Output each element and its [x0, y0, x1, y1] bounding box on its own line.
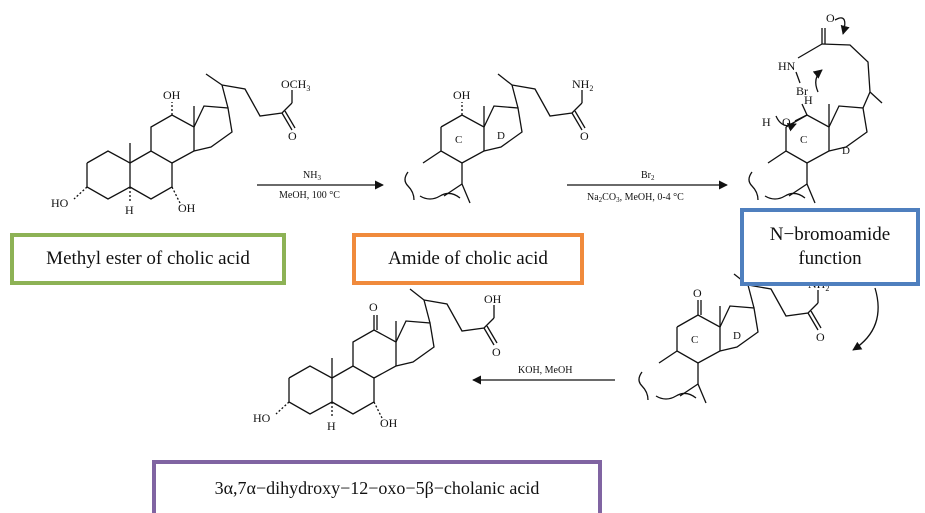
product-structure	[275, 288, 498, 419]
ring-c-label-oxo: C	[691, 334, 698, 346]
reagent-3: KOH, MeOH	[518, 365, 572, 376]
label-methyl-ester-text: Methyl ester of cholic acid	[46, 248, 250, 270]
atom-oh-acid: OH	[484, 292, 502, 306]
atom-oh-7-product: OH	[380, 416, 398, 430]
atom-h-5-product: H	[327, 419, 336, 433]
ring-c-label-amide: C	[455, 134, 462, 146]
atom-oh-12: OH	[163, 88, 181, 102]
atom-o-carbonyl: O	[288, 129, 297, 143]
reaction-arrow-curved	[852, 287, 879, 351]
atom-och3: OCH3	[281, 77, 310, 93]
ring-d-label-bromoamide: D	[842, 145, 850, 157]
reagent-1-bottom: MeOH, 100 °C	[279, 190, 340, 201]
atom-ho-3-product: HO	[253, 411, 271, 425]
atom-o-hydroxyl: O	[782, 115, 791, 129]
atom-o-bromoamide: O	[826, 11, 835, 25]
atom-oh-amide: OH	[453, 88, 471, 102]
atom-nh2-amide: NH2	[572, 77, 593, 93]
atom-o-amide: O	[580, 129, 589, 143]
atom-h-5: H	[125, 203, 134, 217]
methyl-ester-structure	[73, 73, 296, 204]
bromoamide-structure	[748, 17, 883, 204]
atom-o-ketone-4: O	[693, 286, 702, 300]
label-product: 3α,7α−dihydroxy−12−oxo−5β−cholanic acid	[152, 460, 602, 513]
label-bromoamide-line1: N−bromoamide	[769, 224, 891, 246]
atom-o-acid: O	[492, 345, 501, 359]
ring-c-label-bromoamide: C	[800, 134, 807, 146]
label-amide: Amide of cholic acid	[352, 233, 584, 285]
atom-oh-7: OH	[178, 201, 196, 215]
atom-o-oxo-amide: O	[816, 330, 825, 344]
label-bromoamide-line2: function	[798, 248, 862, 269]
atom-h-bromoamide: H	[804, 93, 813, 107]
atom-ho-3: HO	[51, 196, 69, 210]
ring-d-label-amide: D	[497, 130, 505, 142]
atom-br-bromoamide: Br	[796, 84, 808, 98]
reagent-2-bottom: Na2CO3, MeOH, 0-4 °C	[587, 192, 684, 204]
label-product-text: 3α,7α−dihydroxy−12−oxo−5β−cholanic acid	[214, 478, 540, 499]
label-methyl-ester: Methyl ester of cholic acid	[10, 233, 286, 285]
atom-h-hydroxyl: H	[762, 115, 771, 129]
label-bromoamide: N−bromoamide function	[740, 208, 920, 286]
label-amide-text: Amide of cholic acid	[388, 248, 548, 270]
oxo-amide-structure	[638, 273, 822, 404]
amide-structure	[404, 73, 586, 204]
atom-o-ketone-product: O	[369, 300, 378, 314]
reagent-2-top: Br2	[641, 170, 655, 182]
atom-hn-bromoamide: HN	[778, 59, 796, 73]
ring-d-label-oxo: D	[733, 330, 741, 342]
reagent-1-top: NH3	[303, 170, 321, 182]
